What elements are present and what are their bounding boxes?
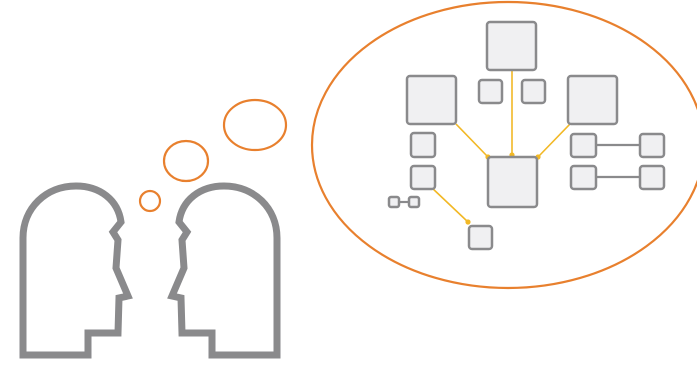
- node-small: [520, 78, 547, 105]
- node-small: [569, 132, 598, 159]
- node-left-large: [405, 74, 458, 126]
- node-small: [569, 164, 598, 191]
- node-small: [467, 224, 494, 251]
- right-head-icon: [167, 182, 281, 359]
- network-diagram-icon: [387, 20, 666, 251]
- node-small: [409, 131, 437, 159]
- node-small: [477, 78, 504, 105]
- thought-trail-small: [138, 189, 162, 213]
- left-head-icon: [19, 182, 133, 359]
- node-tiny: [387, 195, 401, 209]
- node-small: [638, 132, 666, 159]
- node-right-large: [566, 74, 619, 126]
- node-small: [409, 164, 437, 191]
- node-tiny: [407, 195, 421, 209]
- thought-trail-large: [222, 98, 288, 152]
- node-small: [638, 164, 666, 191]
- thought-trail-medium: [162, 139, 210, 183]
- connector-dot: [465, 219, 471, 225]
- connector-right: [537, 123, 571, 158]
- connector-left: [455, 123, 489, 158]
- node-center-large: [486, 155, 539, 209]
- thought-bubble-icon: [310, 0, 697, 290]
- node-top-large: [485, 20, 538, 72]
- connector-lower-left: [430, 186, 469, 223]
